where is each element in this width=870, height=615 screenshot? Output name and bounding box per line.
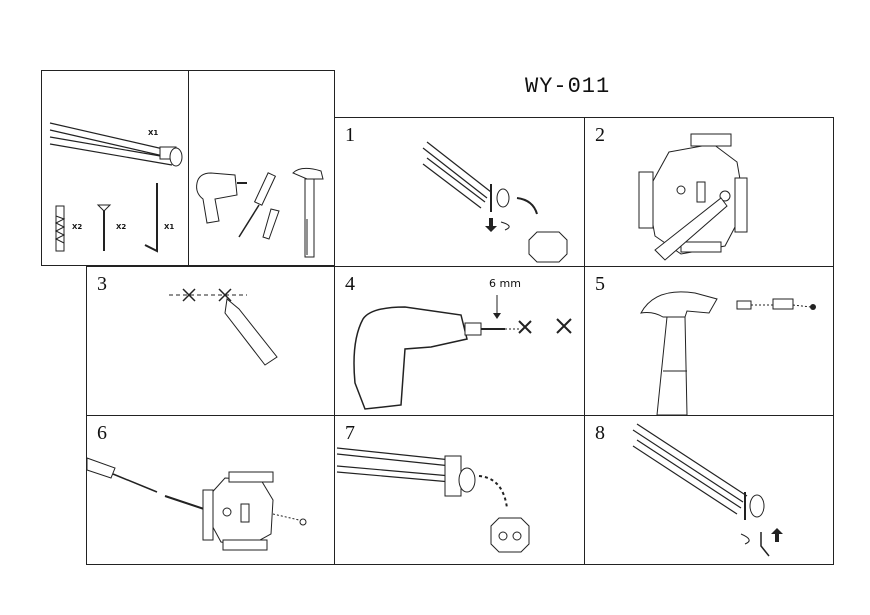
hammer-icon xyxy=(640,291,718,318)
step-1-drawing xyxy=(422,141,568,263)
step-number: 5 xyxy=(595,273,605,295)
step-number: 1 xyxy=(345,124,355,146)
step-number: 7 xyxy=(345,422,355,444)
step-5-drawing xyxy=(640,291,816,416)
step-3-drawing xyxy=(169,288,278,366)
drill-icon xyxy=(353,306,468,410)
model-title: WY-011 xyxy=(525,74,611,99)
screwdriver-icon xyxy=(86,457,116,479)
towel-bar-parts-drawing xyxy=(49,122,183,253)
step-7-drawing xyxy=(336,447,530,553)
step-number: 2 xyxy=(595,124,605,146)
wall-anchor xyxy=(736,300,752,310)
hex-key xyxy=(760,532,770,557)
wall-plate xyxy=(528,231,568,263)
pencil-icon xyxy=(654,197,728,261)
pencil-icon xyxy=(224,298,278,366)
step-6-panel: 6 xyxy=(86,415,335,565)
hex-key-qty: X1 xyxy=(164,223,175,231)
tools-panel xyxy=(188,70,335,266)
step-number: 8 xyxy=(595,422,605,444)
step-4-drawing xyxy=(353,295,572,410)
towel-bar-qty: X1 xyxy=(148,129,159,137)
step-2-panel: 2 xyxy=(584,117,834,267)
parts-panel: X1 X2 X2 X1 xyxy=(41,70,189,266)
step-number: 4 xyxy=(345,273,355,295)
wall-anchor xyxy=(772,298,794,310)
pencil-icon xyxy=(262,208,280,240)
step-number: 6 xyxy=(97,422,107,444)
step-4-panel: 4 6 mm xyxy=(334,266,585,416)
tools-drawing xyxy=(196,167,324,258)
anchor-qty: X2 xyxy=(72,223,83,231)
screwdriver-icon xyxy=(253,172,277,206)
drill-icon xyxy=(196,172,238,224)
wall-plate xyxy=(490,517,530,553)
hammer-icon xyxy=(292,167,324,180)
hex-key xyxy=(144,183,158,253)
step-8-panel: 8 xyxy=(584,415,834,565)
step-3-panel: 3 xyxy=(86,266,335,416)
step-7-panel: 7 xyxy=(334,415,585,565)
step-number: 3 xyxy=(97,273,107,295)
step-8-drawing xyxy=(632,423,783,557)
step-2-drawing xyxy=(638,133,748,261)
step-1-panel: 1 xyxy=(334,117,585,267)
step-6-drawing xyxy=(86,457,307,551)
screw-qty: X2 xyxy=(116,223,127,231)
drill-size-label: 6 mm xyxy=(489,277,521,290)
step-5-panel: 5 xyxy=(584,266,834,416)
